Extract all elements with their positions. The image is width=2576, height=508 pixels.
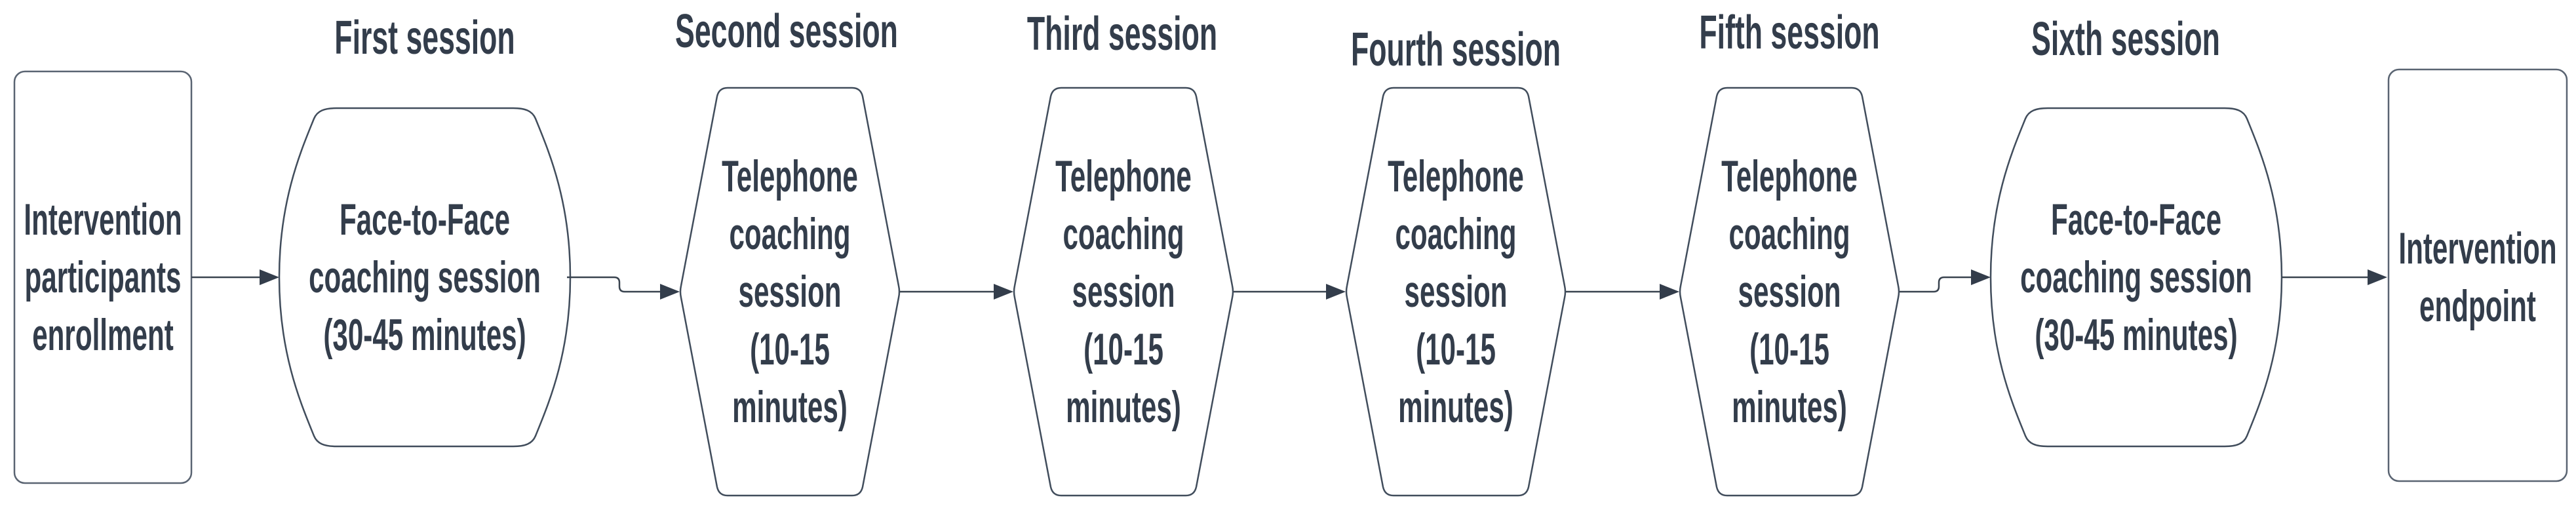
node-text-third-session: Telephone coaching session (10-15 minute… [1055, 151, 1192, 432]
node-shape-sixth-session [1989, 107, 2283, 448]
connector-second-third [900, 284, 1013, 300]
connector-enrollment-first [191, 269, 279, 285]
node-text-fifth-session: Telephone coaching session (10-15 minute… [1721, 151, 1858, 432]
node-text-endpoint: Intervention endpoint [2398, 224, 2557, 331]
connector-fifth-sixth [1900, 269, 1991, 293]
node-text-enrollment: Intervention participants enrollment [24, 195, 182, 360]
node-shape-first-session [278, 107, 572, 448]
connector-fourth-fifth [1566, 284, 1679, 300]
connector-first-second [567, 276, 680, 300]
node-text-sixth-session: Face-to-Face coaching session (30-45 min… [2020, 195, 2252, 360]
node-text-fourth-session: Telephone coaching session (10-15 minute… [1388, 151, 1524, 432]
connector-sixth-endpoint [2282, 269, 2387, 285]
session-label-second: Second session [675, 5, 898, 58]
node-shape-third-session [1013, 87, 1234, 497]
connector-third-fourth [1234, 284, 1346, 300]
session-label-sixth: Sixth session [2031, 13, 2220, 66]
session-label-fourth: Fourth session [1351, 24, 1561, 76]
node-text-second-session: Telephone coaching session (10-15 minute… [722, 151, 858, 432]
node-shape-fourth-session [1345, 87, 1567, 497]
node-shape-second-session [679, 87, 901, 497]
session-label-first: First session [334, 12, 515, 64]
node-shape-fifth-session [1679, 87, 1900, 497]
session-label-third: Third session [1026, 8, 1218, 60]
node-shape-endpoint [2387, 68, 2568, 482]
session-label-fifth: Fifth session [1699, 7, 1880, 59]
node-text-first-session: Face-to-Face coaching session (30-45 min… [309, 195, 541, 360]
